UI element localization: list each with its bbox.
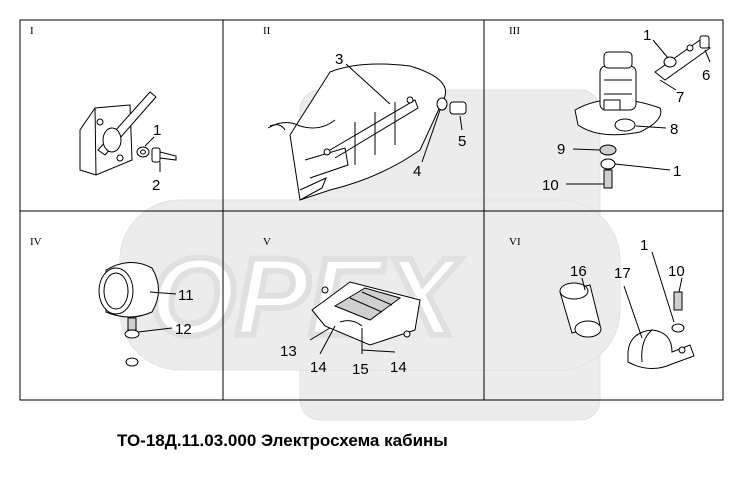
label-p4-11: 11 <box>178 287 194 304</box>
panel-2-housing <box>267 63 447 201</box>
panel-1-bracket <box>79 91 157 176</box>
panel-1-label: I <box>30 25 34 37</box>
label-p3-8: 8 <box>670 121 678 138</box>
panel-5-switch-plate <box>311 281 421 346</box>
grid-border <box>19 19 724 401</box>
label-p5-13: 13 <box>280 343 297 360</box>
label-p5-15: 15 <box>352 361 369 378</box>
label-p6-1: 1 <box>640 237 648 254</box>
panel-6-sleeve <box>559 282 602 338</box>
label-p6-17: 17 <box>614 265 631 282</box>
panel-1-washer <box>136 146 150 158</box>
panel-2-label: II <box>263 25 271 37</box>
label-p4-12: 12 <box>175 321 192 338</box>
label-p2-5: 5 <box>458 133 466 150</box>
label-p3-6: 6 <box>702 67 710 84</box>
panel-3-top-washer <box>663 56 677 68</box>
label-p6-16: 16 <box>570 263 587 280</box>
label-p1-2: 2 <box>152 177 160 194</box>
panel-3-side-screw <box>699 35 710 49</box>
label-p3-1b: 1 <box>673 163 681 180</box>
panel-6-clamp <box>627 329 695 369</box>
panel-grid <box>19 19 724 401</box>
diagram-caption: ТО-18Д.11.03.000 Электросхема кабины <box>117 431 448 450</box>
label-p5-14a: 14 <box>310 359 327 376</box>
panel-4-label: IV <box>30 236 42 248</box>
panel-5-label: V <box>263 236 271 248</box>
panel-3-mount <box>599 118 636 189</box>
watermark-text: OPEX <box>150 236 461 359</box>
label-p6-10: 10 <box>668 263 685 280</box>
panel-6-label: VI <box>509 236 521 248</box>
panel-1-screw <box>151 147 177 163</box>
label-p5-14b: 14 <box>390 359 407 376</box>
label-p3-1a: 1 <box>643 27 651 44</box>
panel-4-lamp <box>98 262 159 318</box>
panel-3-plate <box>654 39 711 81</box>
panel-6-bolt <box>671 291 685 333</box>
panel-3-label: III <box>509 25 520 37</box>
label-p1-1: 1 <box>153 122 161 139</box>
label-p3-7: 7 <box>676 89 684 106</box>
panel-2-lamp <box>436 97 467 115</box>
panel-4-stud <box>124 317 140 367</box>
label-p3-9: 9 <box>557 141 565 158</box>
label-p3-10: 10 <box>542 177 559 194</box>
label-p2-3: 3 <box>335 51 343 68</box>
label-p2-4: 4 <box>413 163 421 180</box>
